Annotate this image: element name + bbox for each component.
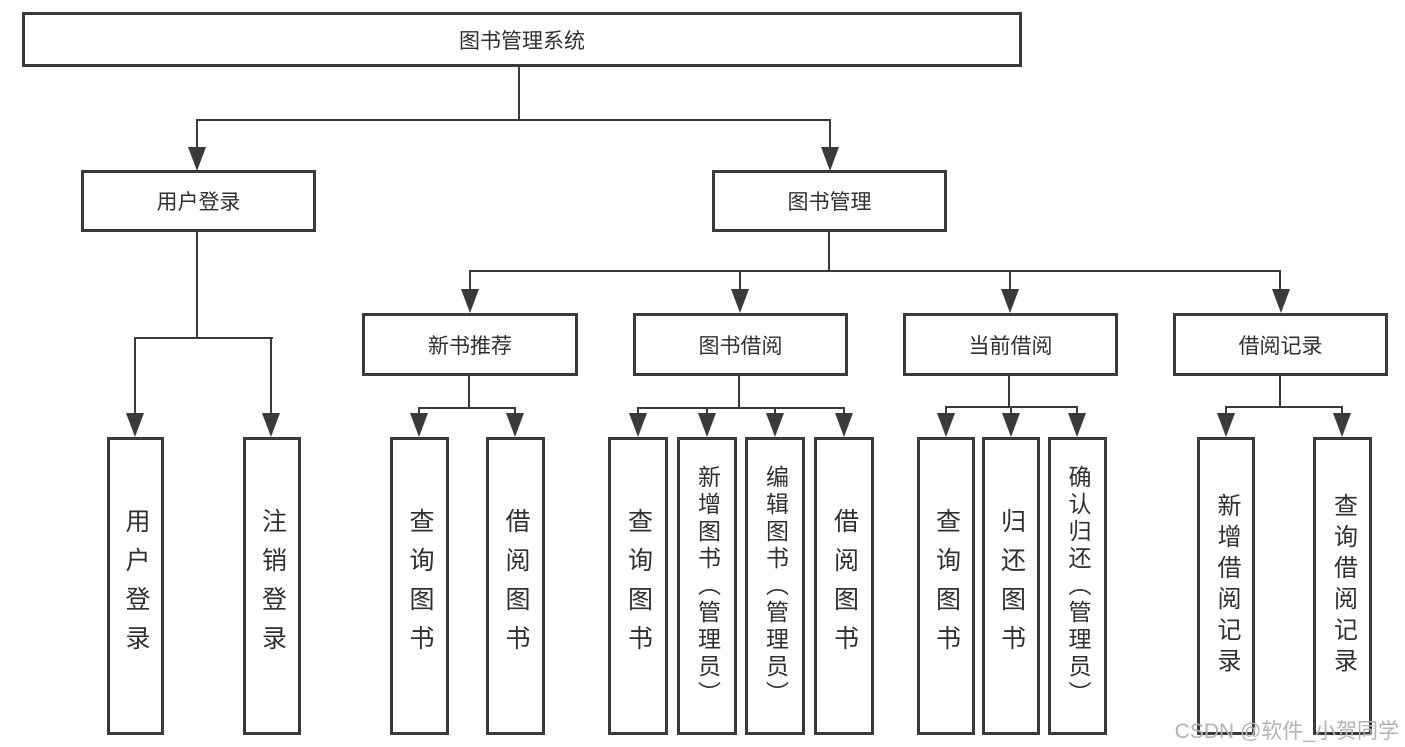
arrow-down-icon xyxy=(698,413,716,437)
arrow-down-icon xyxy=(629,413,647,437)
leaf-return-books-label: 归还图书 xyxy=(997,508,1026,664)
leaf-user-login: 用户登录 xyxy=(107,437,164,735)
connector-userlogin-bar xyxy=(134,337,273,339)
connector-root-stem-left xyxy=(196,119,198,151)
connector-borrowrecords-stem-1 xyxy=(1225,406,1227,417)
node-book-borrow-label: 图书借阅 xyxy=(698,334,783,358)
leaf-currentborrow-query-books-label: 查询图书 xyxy=(932,508,961,664)
connector-bookborrow-stem-2 xyxy=(706,407,708,417)
connector-bookmgmt-bar xyxy=(469,270,1281,272)
arrow-down-icon xyxy=(262,413,280,437)
node-book-management: 图书管理 xyxy=(712,170,947,232)
leaf-query-borrow-record-label: 查询借阅记录 xyxy=(1329,493,1357,679)
leaf-confirm-return-admin-label: 确认归还（管理员） xyxy=(1065,464,1091,708)
leaf-add-book-admin: 新增图书（管理员） xyxy=(677,437,737,735)
leaf-logout: 注销登录 xyxy=(243,437,301,735)
arrow-down-icon xyxy=(410,413,428,437)
arrow-down-icon xyxy=(188,147,206,171)
leaf-add-book-admin-label: 新增图书（管理员） xyxy=(694,464,721,708)
watermark-text: CSDN @软件_小贺同学 xyxy=(1174,720,1399,743)
leaf-bookborrow-borrow-books: 借阅图书 xyxy=(814,437,874,735)
connector-root-bar xyxy=(196,119,831,121)
node-current-borrow-label: 当前借阅 xyxy=(968,334,1053,358)
arrow-down-icon xyxy=(835,413,853,437)
leaf-newbooks-borrow-books: 借阅图书 xyxy=(486,437,545,735)
connector-bookmgmt-stem-1 xyxy=(469,270,471,292)
leaf-newbooks-query-books-label: 查询图书 xyxy=(406,508,434,664)
node-user-login: 用户登录 xyxy=(81,170,316,232)
connector-bookborrow-stem-1 xyxy=(637,407,639,417)
connector-currentborrow-stem-3 xyxy=(1076,406,1078,417)
node-user-login-label: 用户登录 xyxy=(156,191,241,214)
connector-root-stem-right xyxy=(829,119,831,151)
leaf-logout-label: 注销登录 xyxy=(258,508,287,664)
node-new-book-recommend-label: 新书推荐 xyxy=(428,334,512,358)
connector-userlogin-down xyxy=(196,232,198,339)
connector-bookborrow-stem-3 xyxy=(774,407,776,417)
connector-currentborrow-down xyxy=(1008,376,1010,408)
arrow-down-icon xyxy=(1001,289,1019,313)
node-borrow-records-label: 借阅记录 xyxy=(1238,334,1323,358)
leaf-add-borrow-record: 新增借阅记录 xyxy=(1197,437,1255,735)
arrow-down-icon xyxy=(1068,413,1086,437)
node-root: 图书管理系统 xyxy=(22,12,1022,67)
arrow-down-icon xyxy=(1217,413,1235,437)
leaf-edit-book-admin-label: 编辑图书（管理员） xyxy=(762,464,789,708)
arrow-down-icon xyxy=(1272,289,1290,313)
node-new-book-recommend: 新书推荐 xyxy=(362,313,578,376)
connector-bookmgmt-stem-3 xyxy=(1009,270,1011,292)
arrow-down-icon xyxy=(461,289,479,313)
node-book-borrow: 图书借阅 xyxy=(633,313,848,376)
arrow-down-icon xyxy=(506,413,524,437)
leaf-add-borrow-record-label: 新增借阅记录 xyxy=(1213,493,1240,679)
leaf-bookborrow-query-books: 查询图书 xyxy=(608,437,668,735)
connector-root-down xyxy=(518,67,520,120)
leaf-edit-book-admin: 编辑图书（管理员） xyxy=(745,437,805,735)
connector-bookborrow-down xyxy=(738,376,740,409)
leaf-query-borrow-record: 查询借阅记录 xyxy=(1313,437,1372,735)
connector-userlogin-stem-2 xyxy=(270,337,272,417)
leaf-confirm-return-admin: 确认归还（管理员） xyxy=(1048,437,1107,735)
node-root-label: 图书管理系统 xyxy=(459,29,585,53)
arrow-down-icon xyxy=(1002,413,1020,437)
connector-newbooks-down xyxy=(468,376,470,409)
leaf-bookborrow-borrow-books-label: 借阅图书 xyxy=(830,508,859,664)
arrow-down-icon xyxy=(821,147,839,171)
leaf-newbooks-query-books: 查询图书 xyxy=(390,437,449,735)
arrow-down-icon xyxy=(731,289,749,313)
connector-newbooks-bar xyxy=(418,407,516,409)
connector-bookborrow-bar xyxy=(637,407,845,409)
connector-bookborrow-stem-4 xyxy=(843,407,845,417)
arrow-down-icon xyxy=(1333,413,1351,437)
node-current-borrow: 当前借阅 xyxy=(903,313,1118,376)
connector-userlogin-stem-1 xyxy=(134,337,136,417)
leaf-newbooks-borrow-books-label: 借阅图书 xyxy=(502,508,530,664)
connector-currentborrow-stem-1 xyxy=(945,406,947,417)
leaf-return-books: 归还图书 xyxy=(982,437,1040,735)
connector-bookmgmt-stem-4 xyxy=(1279,270,1281,292)
arrow-down-icon xyxy=(126,413,144,437)
leaf-user-login-label: 用户登录 xyxy=(122,508,150,664)
node-book-management-label: 图书管理 xyxy=(787,191,872,214)
connector-borrowrecords-bar xyxy=(1225,406,1343,408)
connector-bookmgmt-down xyxy=(828,232,830,272)
connector-currentborrow-stem-2 xyxy=(1010,406,1012,417)
node-borrow-records: 借阅记录 xyxy=(1173,313,1388,376)
arrow-down-icon xyxy=(937,413,955,437)
connector-borrowrecords-stem-2 xyxy=(1341,406,1343,417)
connector-newbooks-stem-1 xyxy=(418,407,420,417)
arrow-down-icon xyxy=(766,413,784,437)
leaf-bookborrow-query-books-label: 查询图书 xyxy=(624,508,653,664)
connector-newbooks-stem-2 xyxy=(514,407,516,417)
connector-borrowrecords-down xyxy=(1279,376,1281,408)
connector-bookmgmt-stem-2 xyxy=(739,270,741,292)
leaf-currentborrow-query-books: 查询图书 xyxy=(917,437,975,735)
